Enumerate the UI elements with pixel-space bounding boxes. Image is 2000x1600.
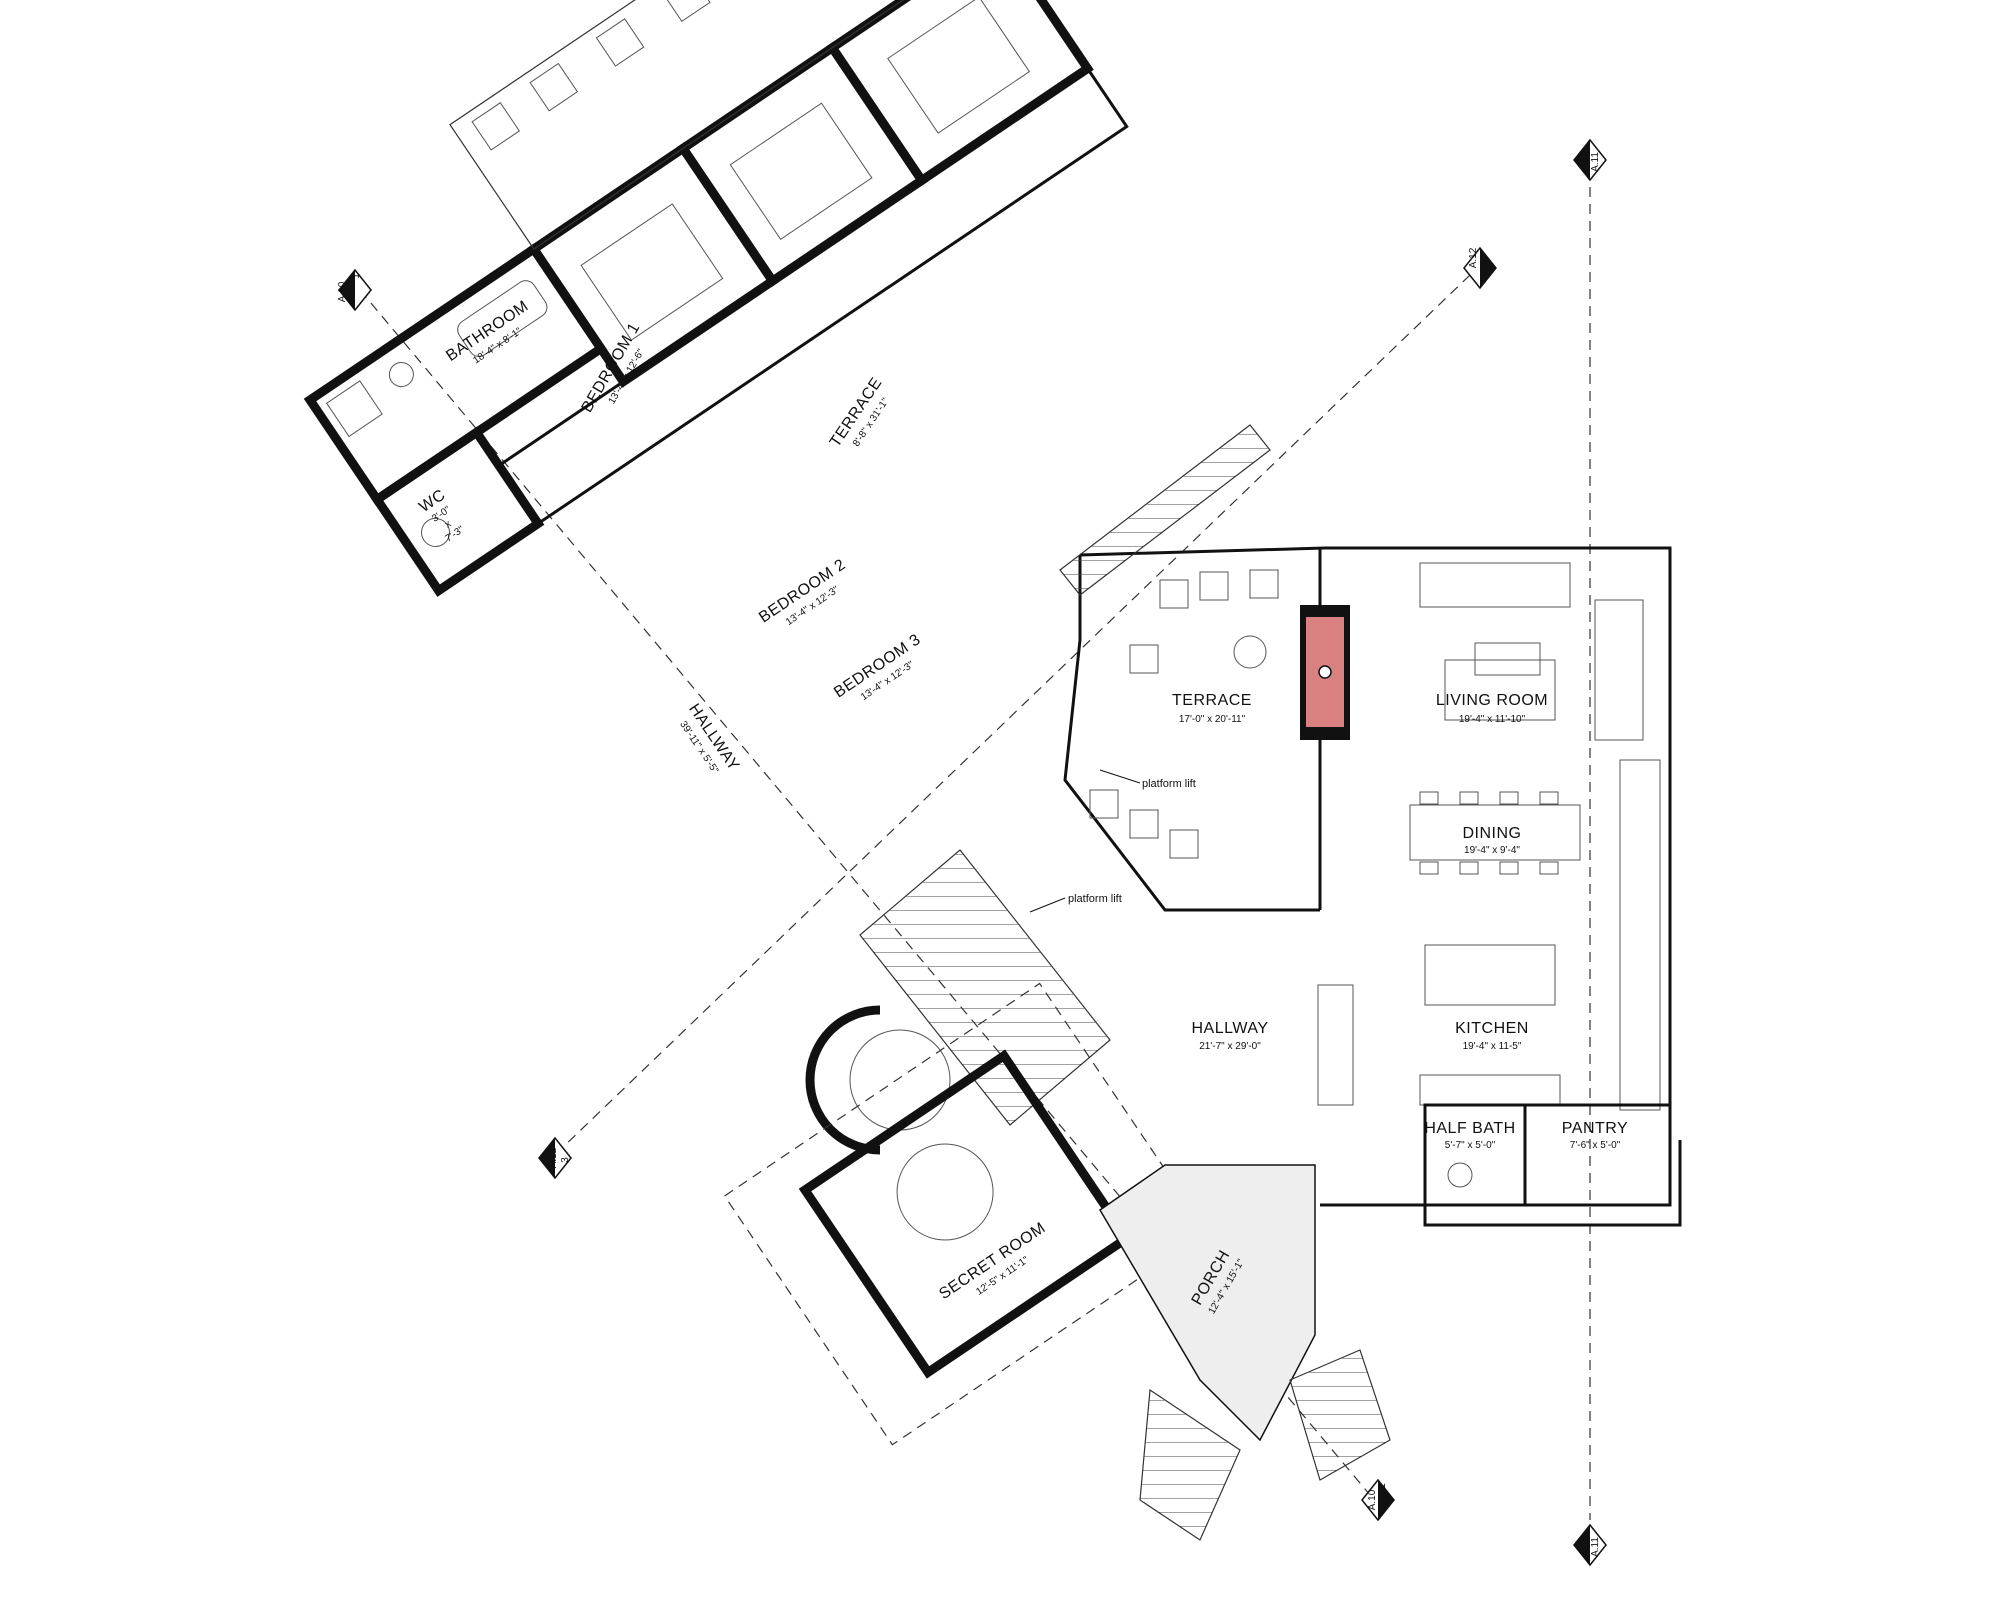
upper-wing <box>303 0 1129 597</box>
marker-a10-top-sheet: A.10 <box>337 281 348 302</box>
dining-label: DINING <box>1463 825 1522 842</box>
marker-a11-top-sheet: A.11 <box>1590 152 1601 172</box>
section-lines <box>359 170 1591 1520</box>
toilet-fixture <box>325 380 383 438</box>
hallway-main-dims: 21'-7" x 29'-0" <box>1199 1041 1261 1052</box>
spiral-stair-wall <box>805 1005 881 1155</box>
section-marker-a11-top <box>1573 138 1607 182</box>
section-marker-a10-top <box>338 268 372 312</box>
platform-lift-2-note: platform lift <box>1068 893 1122 905</box>
terrace-stair <box>1059 424 1271 596</box>
section-marker-a12-top <box>1463 246 1497 290</box>
pantry-walls <box>1523 1103 1672 1207</box>
bathtub <box>457 280 548 357</box>
fireplace-flue-icon <box>1318 665 1332 679</box>
marker-a12-top-sheet: A.12 <box>1468 247 1479 268</box>
terrace-main-dims: 17'-0" x 20'-11" <box>1179 714 1246 725</box>
secret-room-group <box>723 982 1209 1446</box>
marker-a11-bottom-num: 2 <box>1580 1544 1591 1550</box>
hallway-console <box>1317 984 1354 1106</box>
pantry-dims: 7'-6" x 5'-0" <box>1570 1140 1621 1151</box>
marker-a10-bottom-sheet: A.10 <box>1367 1489 1378 1510</box>
upper-terrace-outline <box>449 0 966 250</box>
main-stair <box>859 849 1111 1126</box>
marker-a11-top-num: 2 <box>1580 159 1591 165</box>
porch-area <box>1099 1164 1316 1442</box>
half-bath-label: HALF BATH <box>1424 1120 1515 1137</box>
round-table <box>896 1143 994 1241</box>
porch-stair-right <box>1289 1349 1391 1481</box>
terrace-main-furniture <box>1089 569 1279 859</box>
living-room-furniture <box>1419 562 1644 741</box>
bed-3 <box>887 0 1031 134</box>
terrace-chairs <box>471 0 711 151</box>
bed-1 <box>580 203 724 341</box>
marker-a12-bottom-num: 3 <box>560 1157 571 1163</box>
kitchen-counters <box>1419 759 1661 1111</box>
marker-a10-top-num: 1 <box>351 273 362 279</box>
spiral-stair <box>849 1029 951 1131</box>
half-bath-dims: 5'-7" x 5'-0" <box>1445 1140 1496 1151</box>
marker-a10-bottom-num: 1 <box>1377 1483 1388 1489</box>
stair-area <box>805 424 1271 1155</box>
half-bath-toilet <box>1447 1162 1473 1188</box>
dining-dims: 19'-4" x 9'-4" <box>1464 845 1520 856</box>
living-room-dims: 19'-4" x 11'-10" <box>1459 714 1526 725</box>
marker-a12-top-num: 3 <box>1480 267 1491 273</box>
marker-a11-bottom-sheet: A.11 <box>1590 1537 1601 1557</box>
kitchen-dims: 19'-4" x 11-5" <box>1463 1041 1522 1052</box>
section-marker-a10-bottom <box>1361 1478 1395 1522</box>
wc-dims-x: x <box>443 519 453 531</box>
sink-basin <box>388 362 414 388</box>
terrace-main-label: TERRACE <box>1172 692 1252 709</box>
secret-room-label: SECRET ROOM <box>936 1219 1049 1303</box>
living-room-label: LIVING ROOM <box>1436 692 1548 709</box>
dining-table <box>1409 791 1581 875</box>
bedroom1-walls <box>527 142 779 388</box>
terrace-enclosure <box>1063 555 1320 912</box>
platform-lift-1-note: platform lift <box>1142 778 1196 790</box>
main-block <box>1063 546 1682 1227</box>
marker-a12-bottom-sheet: A.12 <box>548 1147 559 1168</box>
south-wall <box>1423 1140 1682 1227</box>
diagonal-hallway-walls <box>496 66 1129 526</box>
main-outer-wall <box>1079 546 1672 1115</box>
platform-lift-1-leader <box>1099 769 1141 784</box>
porch-stair-left <box>1139 1388 1241 1541</box>
bed-2 <box>729 102 873 241</box>
section-marker-a12-bottom <box>538 1136 572 1180</box>
section-marker-a11-bottom <box>1573 1523 1607 1567</box>
secret-room-walls <box>798 1049 1134 1379</box>
wc-toilet <box>421 517 451 547</box>
kitchen-label: KITCHEN <box>1455 1020 1529 1037</box>
hallway-main-label: HALLWAY <box>1192 1020 1269 1037</box>
secret-room-dashed-outline <box>723 982 1209 1446</box>
bedroom2-walls <box>676 41 929 288</box>
pantry-label: PANTRY <box>1562 1120 1628 1137</box>
platform-lift-2-leader <box>1029 897 1066 913</box>
